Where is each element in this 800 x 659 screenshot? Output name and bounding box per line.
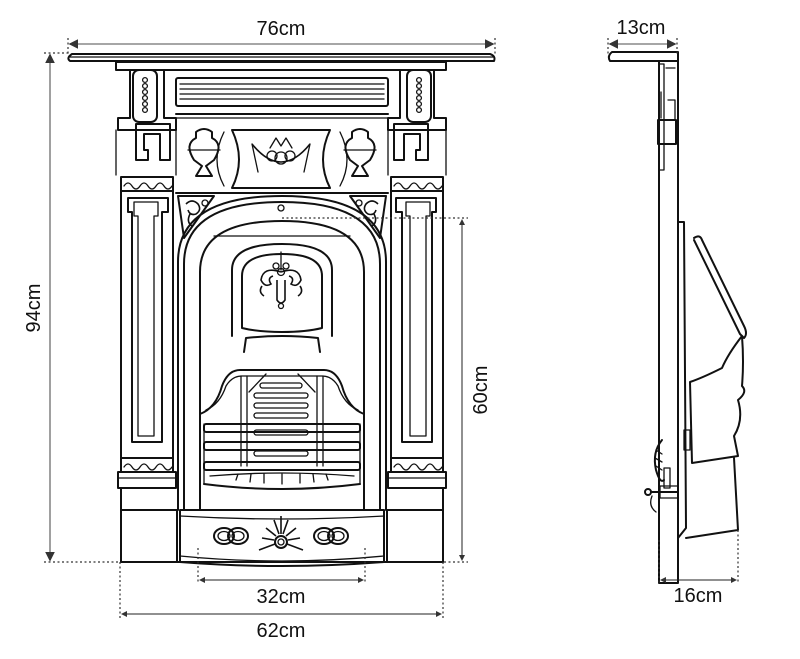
- rings-ornament-left: [213, 527, 249, 545]
- side-base: [685, 457, 739, 539]
- fire-grate: [199, 369, 365, 490]
- side-grate: [689, 335, 746, 464]
- overall-height-label: 94cm: [23, 284, 45, 333]
- front-elevation: [67, 53, 496, 567]
- dimension-opening-width: 32cm: [197, 548, 366, 608]
- pilaster-band-top-right: [390, 176, 444, 192]
- fireback: [231, 243, 333, 353]
- side-mantel: [607, 51, 679, 62]
- left-pilaster: [117, 190, 177, 489]
- dimension-overall-height: 94cm: [23, 52, 120, 563]
- right-corbel: [387, 69, 447, 176]
- arch-surround: [175, 192, 389, 511]
- frieze-centre-panel: [216, 129, 348, 189]
- dimension-base-width: 62cm: [119, 562, 444, 642]
- side-fender-twist: [653, 439, 665, 482]
- pilaster-band-top-left: [120, 176, 174, 192]
- base-panel: [179, 509, 385, 567]
- rings-ornament-right: [313, 527, 349, 545]
- opening-width-label: 32cm: [257, 586, 306, 608]
- pilaster-band-bottom-right: [390, 457, 444, 473]
- side-canopy: [693, 235, 747, 339]
- mantel-shelf: [67, 53, 496, 62]
- fleur-ornament: [259, 251, 303, 310]
- side-corbel: [657, 119, 677, 145]
- side-frame: [677, 221, 687, 539]
- dimension-mantel-depth: 13cm: [607, 17, 678, 56]
- side-elevation: [607, 51, 747, 584]
- dimension-overall-depth: 16cm: [658, 530, 739, 607]
- pilaster-band-bottom-left: [120, 457, 174, 473]
- overall-width-label: 76cm: [257, 18, 306, 40]
- urn-right: [343, 128, 377, 177]
- base-width-label: 62cm: [257, 620, 306, 642]
- right-pilaster: [387, 190, 447, 489]
- sunburst-ornament: [258, 516, 304, 551]
- mantel-depth-label: 13cm: [617, 17, 666, 39]
- spandrel-right: [349, 195, 387, 239]
- spandrel-left: [177, 195, 215, 239]
- urn-left: [187, 128, 221, 177]
- dimension-opening-height: 60cm: [282, 217, 492, 563]
- frieze: [115, 61, 447, 119]
- side-body: [658, 60, 679, 584]
- dimension-overall-width: 76cm: [67, 18, 496, 56]
- opening-height-label: 60cm: [470, 366, 492, 415]
- plinths: [120, 487, 444, 563]
- left-corbel: [115, 69, 177, 176]
- overall-depth-label: 16cm: [674, 585, 723, 607]
